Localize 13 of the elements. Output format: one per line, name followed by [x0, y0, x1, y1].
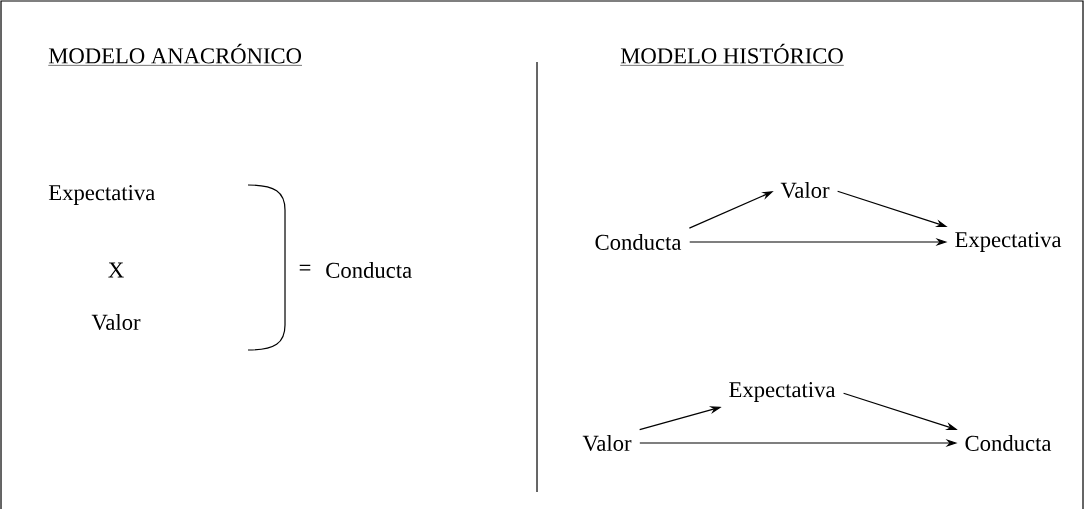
text-label: Conducta: [326, 262, 412, 278]
node-text: Conducta: [965, 435, 1052, 451]
node-text: Expectativa: [955, 232, 1062, 252]
text-label: =: [299, 264, 311, 271]
node-text: Valor: [780, 181, 830, 198]
text-label: Valor: [91, 313, 141, 330]
heading: MODELO ANACRÓNICO: [48, 43, 303, 66]
node-text: Valor: [582, 434, 632, 451]
heading: MODELO HISTÓRICO: [620, 43, 845, 66]
node-text: Conducta: [595, 234, 682, 250]
text-label: Expectativa: [48, 185, 155, 205]
text-label: X: [108, 262, 124, 278]
node-text: Expectativa: [729, 382, 836, 402]
